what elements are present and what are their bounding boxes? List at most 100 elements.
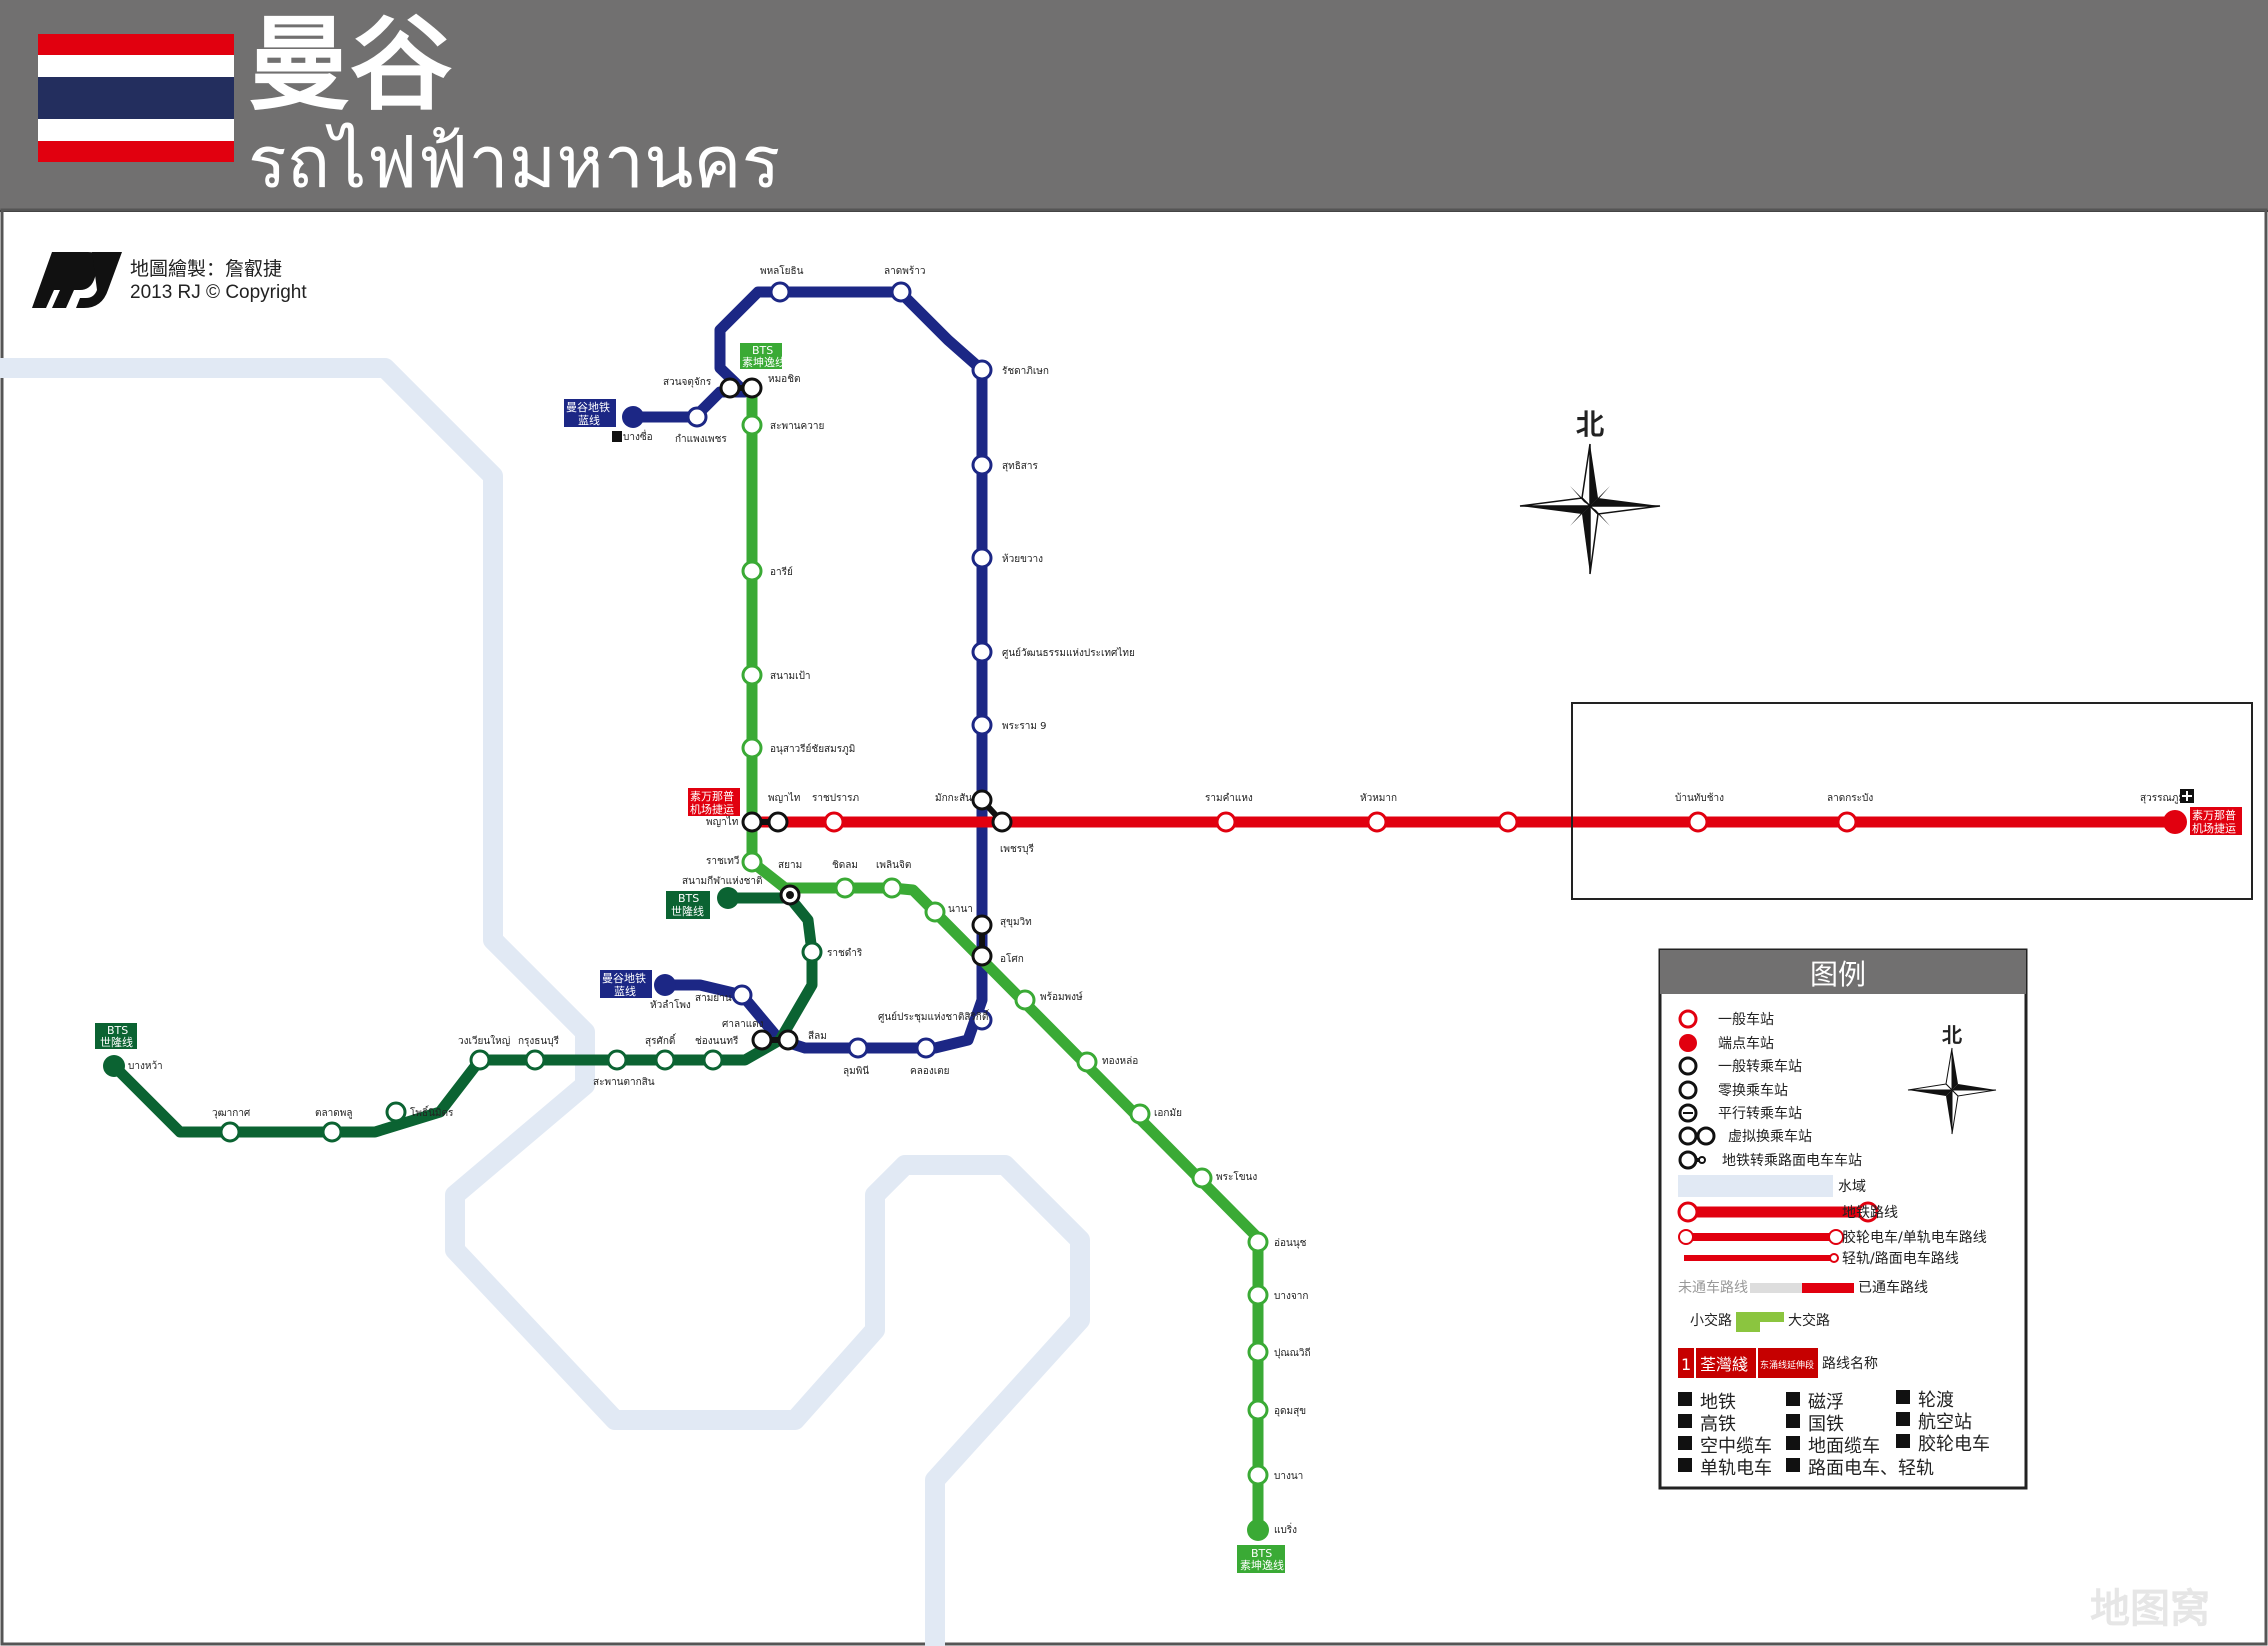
legend-line-sample: 荃灣綫 bbox=[1700, 1355, 1748, 1374]
header-bar: 曼谷 รถไฟฟ้ามหานคร bbox=[0, 0, 2268, 212]
station-marker[interactable] bbox=[971, 714, 993, 736]
station-marker[interactable] bbox=[1247, 1284, 1269, 1306]
station-marker[interactable] bbox=[1191, 1167, 1213, 1189]
interchange-marker[interactable] bbox=[719, 377, 741, 399]
station-marker[interactable] bbox=[834, 877, 856, 899]
interchange-marker[interactable] bbox=[971, 789, 993, 811]
badge-text: 曼谷地铁 bbox=[602, 972, 646, 985]
compass-icon: 北 bbox=[1519, 408, 1661, 575]
station-marker[interactable] bbox=[731, 984, 753, 1006]
station-marker[interactable] bbox=[924, 901, 946, 923]
station-label: วงเวียนใหญ่ bbox=[458, 1035, 510, 1047]
interchange-marker[interactable] bbox=[971, 914, 993, 936]
stations bbox=[219, 281, 1858, 1486]
station-label: บางนา bbox=[1274, 1471, 1303, 1482]
badge-text: 素坤逸线 bbox=[1240, 1558, 1284, 1572]
mode-label: 高铁 bbox=[1700, 1414, 1736, 1435]
terminal-marker[interactable] bbox=[2163, 810, 2187, 834]
station-marker[interactable] bbox=[1247, 1231, 1269, 1253]
station-marker[interactable] bbox=[1076, 1051, 1098, 1073]
station-marker[interactable] bbox=[1687, 811, 1709, 833]
station-labels: บางซื่อ กำแพงเพชร สวนจตุจักร พหลโยธิน ลา… bbox=[128, 264, 2185, 1536]
terminal-marker[interactable] bbox=[622, 406, 644, 428]
mode-label: 磁浮 bbox=[1808, 1392, 1844, 1413]
station-marker[interactable] bbox=[1836, 811, 1858, 833]
station-marker[interactable] bbox=[321, 1121, 343, 1143]
terminal-marker[interactable] bbox=[654, 974, 676, 996]
station-label: พญาไท bbox=[706, 816, 738, 828]
interchange-marker[interactable] bbox=[751, 1029, 773, 1051]
badge-text: BTS bbox=[752, 344, 773, 357]
station-label: เอกมัย bbox=[1154, 1108, 1182, 1119]
legend-line-sample2: 东涌线延伸段 bbox=[1760, 1359, 1814, 1371]
legend-item: 零换乘车站 bbox=[1718, 1082, 1788, 1099]
station-marker[interactable] bbox=[847, 1037, 869, 1059]
station-marker[interactable] bbox=[654, 1049, 676, 1071]
station-marker[interactable] bbox=[971, 359, 993, 381]
station-marker[interactable] bbox=[801, 941, 823, 963]
station-marker[interactable] bbox=[741, 414, 763, 436]
compass-icon: 北 bbox=[1907, 1023, 1997, 1135]
station-marker[interactable] bbox=[1014, 989, 1036, 1011]
badge-text: 素万那普 bbox=[2192, 808, 2236, 822]
interchange-marker[interactable] bbox=[991, 811, 1013, 833]
terminal-marker[interactable] bbox=[103, 1055, 125, 1077]
station-marker[interactable] bbox=[1215, 811, 1237, 833]
station-marker[interactable] bbox=[469, 1049, 491, 1071]
station-marker[interactable] bbox=[915, 1037, 937, 1059]
station-marker[interactable] bbox=[971, 1009, 993, 1031]
station-marker[interactable] bbox=[769, 281, 791, 303]
station-marker[interactable] bbox=[1247, 1399, 1269, 1421]
station-label: สยาม bbox=[778, 860, 802, 871]
terminal-marker[interactable] bbox=[717, 887, 739, 909]
station-marker[interactable] bbox=[702, 1049, 724, 1071]
station-marker[interactable] bbox=[971, 547, 993, 569]
station-marker[interactable] bbox=[741, 737, 763, 759]
interchange-marker[interactable] bbox=[741, 811, 763, 833]
station-marker[interactable] bbox=[971, 454, 993, 476]
interchange-marker[interactable] bbox=[767, 811, 789, 833]
station-marker[interactable] bbox=[606, 1049, 628, 1071]
station-marker[interactable] bbox=[1497, 811, 1519, 833]
station-label: ราชปรารภ bbox=[812, 793, 859, 804]
station-label: หมอชิต bbox=[768, 374, 800, 385]
station-label: อารีย์ bbox=[770, 566, 793, 578]
station-label: ปุณณวิถี bbox=[1274, 1347, 1311, 1359]
station-marker[interactable] bbox=[1247, 1464, 1269, 1486]
station-marker[interactable] bbox=[971, 641, 993, 663]
station-marker[interactable] bbox=[881, 877, 903, 899]
interchange-marker[interactable] bbox=[971, 945, 993, 967]
station-label: อนุสาวรีย์ชัยสมรภูมิ bbox=[770, 743, 855, 755]
legend-item: 一般车站 bbox=[1718, 1011, 1774, 1028]
station-label: ลาดกระบัง bbox=[1827, 793, 1873, 804]
station-label: ลาดพร้าว bbox=[884, 265, 925, 277]
station-label: สุทธิสาร bbox=[1002, 461, 1039, 472]
station-marker[interactable] bbox=[686, 406, 708, 428]
terminal-stations bbox=[103, 406, 2187, 1541]
station-label: อ่อนนุช bbox=[1274, 1238, 1307, 1249]
station-marker[interactable] bbox=[741, 851, 763, 873]
interchange-marker[interactable] bbox=[741, 377, 763, 399]
station-marker[interactable] bbox=[890, 281, 912, 303]
station-label: ห้วยขวาง bbox=[1002, 553, 1043, 565]
station-marker[interactable] bbox=[219, 1121, 241, 1143]
mode-label: 空中缆车 bbox=[1700, 1436, 1772, 1457]
badge-text: 蓝线 bbox=[614, 984, 636, 998]
station-marker[interactable] bbox=[524, 1049, 546, 1071]
interchange-marker[interactable] bbox=[777, 1029, 799, 1051]
station-marker[interactable] bbox=[741, 560, 763, 582]
station-marker[interactable] bbox=[823, 811, 845, 833]
station-marker[interactable] bbox=[1247, 1341, 1269, 1363]
station-marker[interactable] bbox=[1366, 811, 1388, 833]
mrt-blue-line-south bbox=[659, 979, 784, 1044]
station-label: หัวหมาก bbox=[1360, 793, 1397, 804]
station-label: ชิดลม bbox=[832, 860, 858, 871]
station-marker[interactable] bbox=[385, 1101, 407, 1123]
station-marker[interactable] bbox=[741, 664, 763, 686]
station-label: สุขุมวิท bbox=[1000, 917, 1032, 928]
station-label: ตลาดพลู bbox=[315, 1108, 352, 1119]
station-marker[interactable] bbox=[1129, 1103, 1151, 1125]
station-label: สนามเป้า bbox=[770, 670, 811, 682]
train-icon bbox=[612, 431, 622, 442]
terminal-marker[interactable] bbox=[1247, 1519, 1269, 1541]
